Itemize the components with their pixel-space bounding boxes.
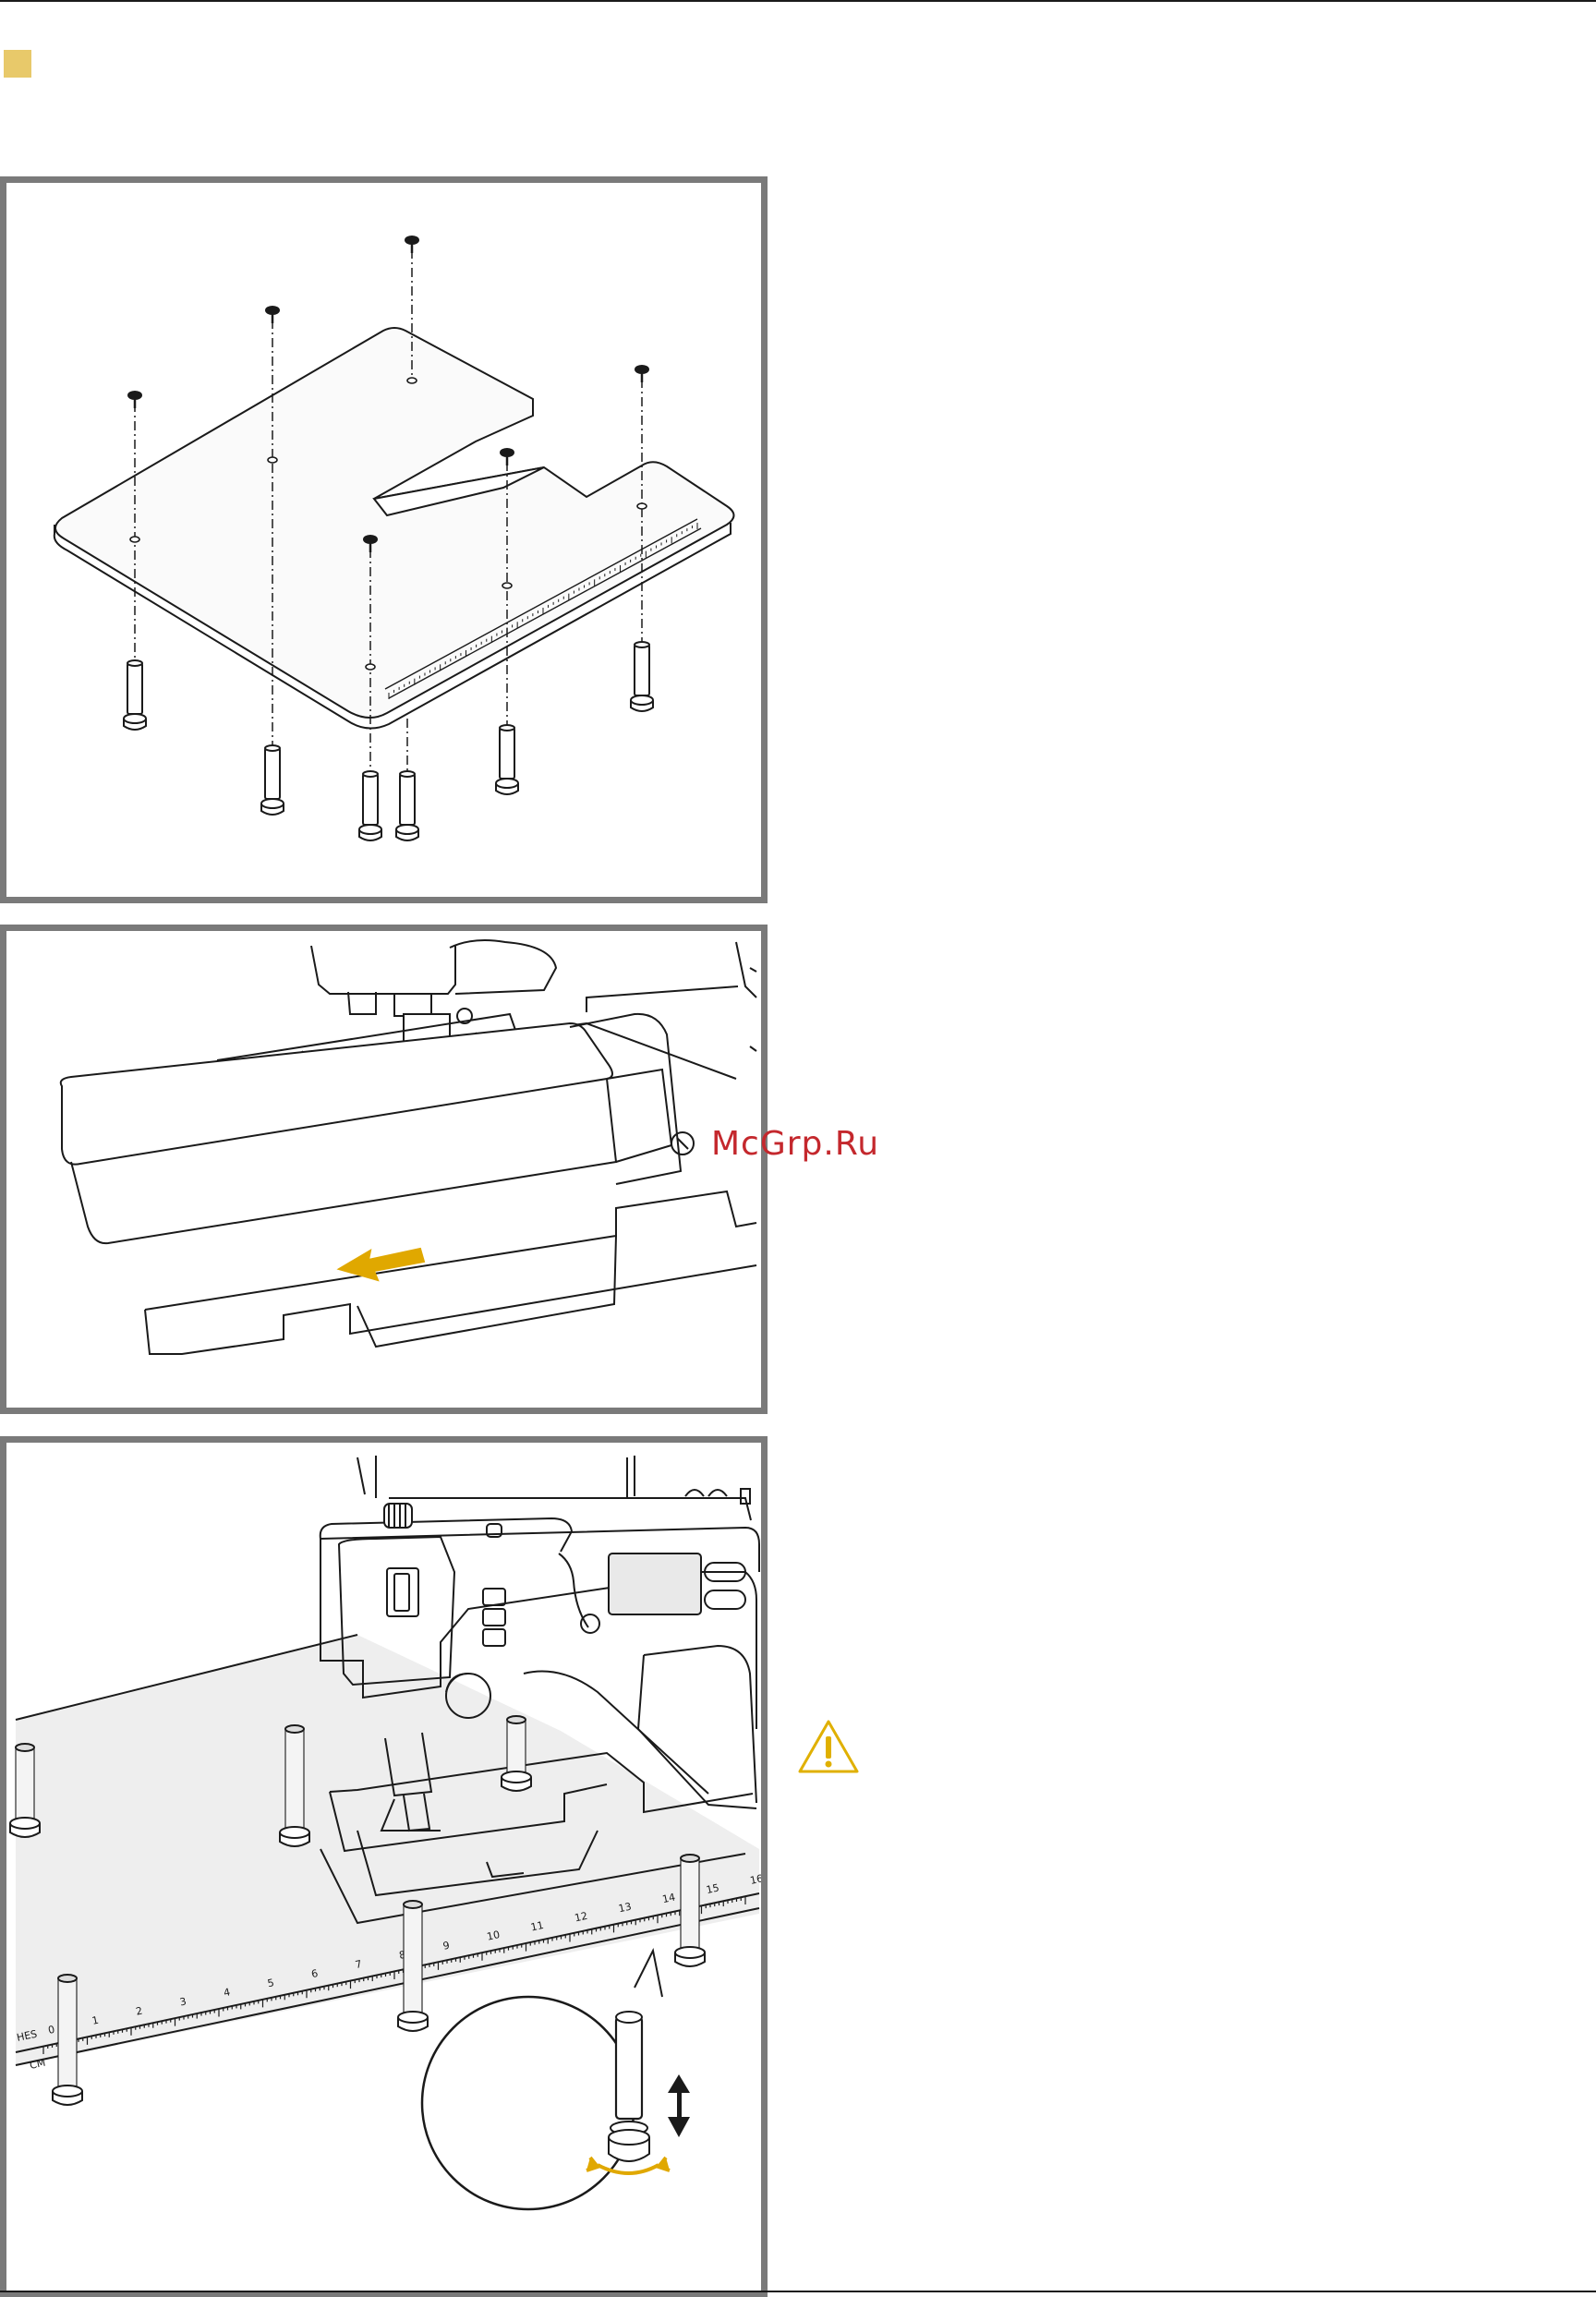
leg-shaft	[16, 1747, 34, 1821]
leg-shaft	[363, 774, 378, 825]
leg-foot-top	[53, 2085, 82, 2097]
leg-shaft	[635, 645, 649, 695]
leg-shaft	[285, 1729, 304, 1831]
leg-foot-top	[124, 714, 146, 723]
warning-triangle-icon	[796, 1718, 861, 1775]
leg-adjust-detail-icon	[422, 1951, 662, 2209]
leg-foot-top	[396, 825, 418, 834]
figure-extension-table-assembly	[0, 176, 768, 903]
top-rule	[0, 0, 1596, 2]
arrow-left-icon	[339, 1249, 424, 1280]
leg-foot-top	[10, 1818, 40, 1829]
section-marker-icon	[4, 50, 31, 78]
leg-foot-top	[398, 2012, 428, 2023]
leg-shaft	[500, 728, 514, 779]
watermark-text: McGrp.Ru	[711, 1125, 879, 1163]
leg-top	[404, 1901, 422, 1908]
leg-top	[16, 1744, 34, 1751]
leg-top	[363, 771, 378, 777]
ruler-unit-bottom: CM	[29, 2057, 46, 2072]
figure-free-arm-cover-removal	[0, 925, 768, 1414]
leg-foot-top	[261, 799, 284, 808]
leg-foot-top	[502, 1771, 531, 1783]
leg-foot-top	[631, 695, 653, 705]
leg-foot-top	[675, 1947, 705, 1958]
leg-top	[635, 642, 649, 647]
leg-top	[127, 660, 142, 666]
ruler-label: 16	[749, 1872, 761, 1887]
leg-shaft	[404, 1904, 422, 2015]
leg-foot-top	[496, 779, 518, 788]
bottom-rule	[0, 2291, 1596, 2292]
leg-shaft	[265, 748, 280, 799]
leg-shaft	[400, 774, 415, 825]
leg-top	[285, 1725, 304, 1733]
leg-top	[265, 745, 280, 751]
leg-top	[507, 1716, 526, 1723]
table-exploded-drawing	[6, 183, 761, 897]
free-arm-cover	[61, 1023, 612, 1165]
leg-top	[681, 1855, 699, 1862]
leg-shaft	[507, 1720, 526, 1775]
leg-shaft	[58, 1978, 77, 2089]
leg-top	[500, 725, 514, 731]
free-arm-drawing	[6, 931, 761, 1408]
leg-shaft	[127, 663, 142, 714]
leg-foot-top	[359, 825, 381, 834]
leg-top	[400, 771, 415, 777]
leg-shaft	[681, 1858, 699, 1951]
leg-foot-top	[280, 1827, 309, 1838]
table-plate	[55, 328, 734, 718]
up-down-arrow-icon	[668, 2074, 690, 2137]
leg-top	[58, 1975, 77, 1982]
